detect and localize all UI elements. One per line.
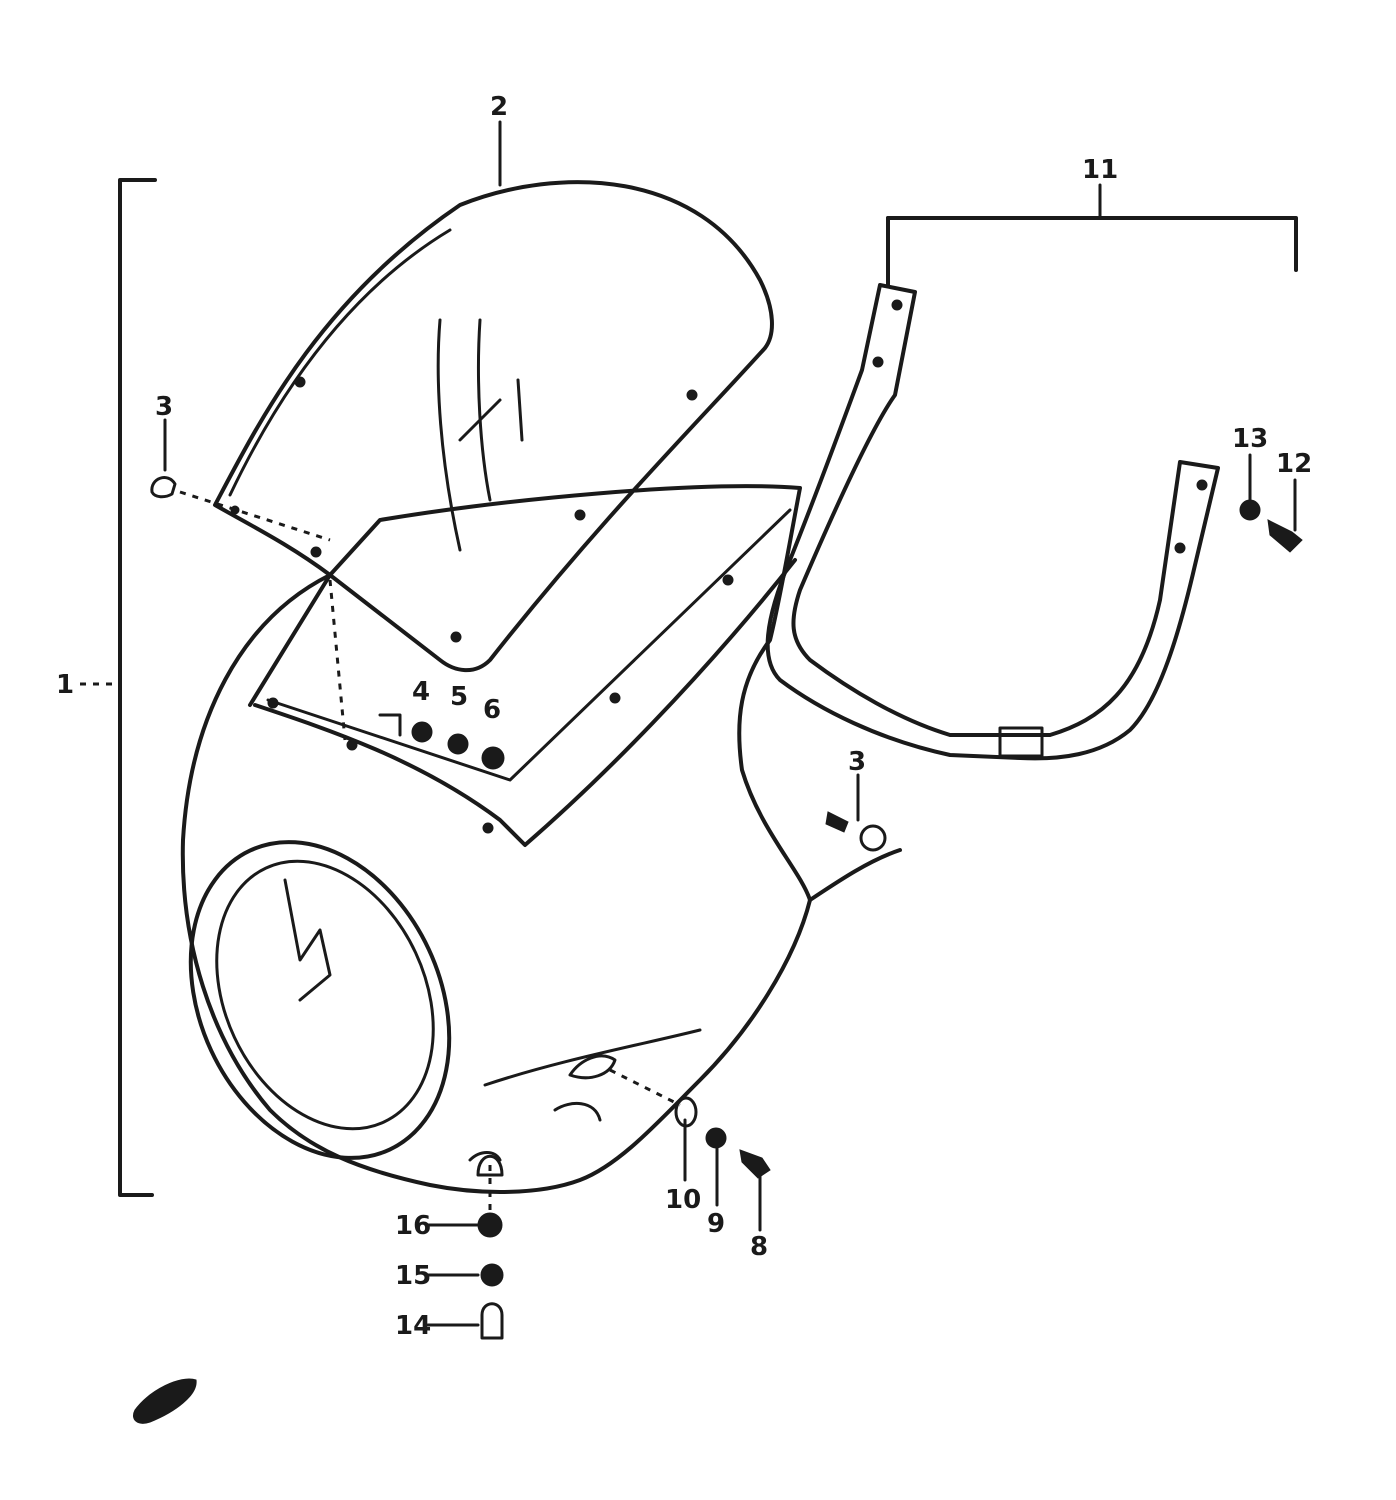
label-part-4: 4 bbox=[412, 677, 430, 707]
label-part-3-right: 3 bbox=[848, 747, 866, 777]
windscreen bbox=[213, 180, 774, 673]
label-part-9: 9 bbox=[707, 1209, 725, 1239]
nut-16 bbox=[477, 1212, 503, 1238]
part-labels: 1 2 3 3 4 5 6 8 9 10 11 12 13 14 15 16 bbox=[56, 92, 1312, 1341]
label-part-11: 11 bbox=[1082, 155, 1118, 185]
grommet-10 bbox=[674, 1096, 698, 1128]
nut-4 bbox=[411, 721, 433, 743]
cap-6 bbox=[481, 746, 505, 770]
clip-upper bbox=[476, 1154, 504, 1177]
label-part-2: 2 bbox=[490, 92, 508, 122]
bolt-8 bbox=[739, 1149, 771, 1179]
washer-15 bbox=[480, 1263, 504, 1287]
mounting-stay bbox=[765, 216, 1298, 761]
bolt-14 bbox=[480, 1302, 504, 1340]
clip-3-left bbox=[150, 476, 177, 499]
leader-lines bbox=[163, 120, 1297, 1327]
ink-mark bbox=[133, 1378, 197, 1424]
assembly-bracket-1 bbox=[80, 178, 157, 1197]
washer-9 bbox=[705, 1127, 727, 1149]
bolt-12 bbox=[1267, 519, 1303, 553]
fairing-cowl bbox=[180, 484, 902, 1194]
label-part-13: 13 bbox=[1232, 424, 1268, 454]
label-part-3-top: 3 bbox=[155, 392, 173, 422]
label-part-14: 14 bbox=[395, 1311, 431, 1341]
label-part-10: 10 bbox=[665, 1185, 701, 1215]
label-part-8: 8 bbox=[750, 1232, 768, 1262]
washer-13 bbox=[1239, 499, 1261, 521]
label-part-6: 6 bbox=[483, 695, 501, 725]
label-part-15: 15 bbox=[395, 1261, 431, 1291]
washer-5 bbox=[447, 733, 469, 755]
hardware-parts bbox=[133, 476, 1303, 1424]
label-part-5: 5 bbox=[450, 682, 468, 712]
label-part-12: 12 bbox=[1276, 449, 1312, 479]
clip-3-right bbox=[859, 824, 887, 852]
label-part-1: 1 bbox=[56, 670, 74, 700]
label-part-16: 16 bbox=[395, 1211, 431, 1241]
